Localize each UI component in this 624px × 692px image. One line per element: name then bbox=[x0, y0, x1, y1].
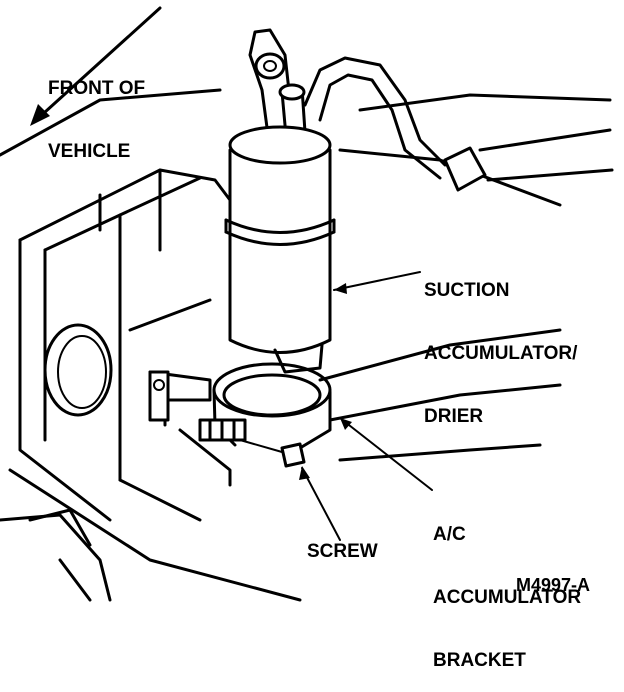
figure-code: M4997-A bbox=[516, 575, 591, 595]
radiator-support bbox=[18, 168, 232, 522]
suction-label-line-2: ACCUMULATOR/ bbox=[424, 343, 578, 364]
leader-lines bbox=[299, 271, 433, 541]
screw bbox=[239, 439, 306, 468]
suction-label-line-1: SUCTION bbox=[424, 280, 510, 301]
screw-label: SCREW bbox=[307, 541, 378, 562]
front-direction-arrow bbox=[30, 6, 162, 126]
inner-fender-panel bbox=[0, 88, 612, 602]
suction-accumulator-canister bbox=[224, 125, 336, 374]
accumulator-diagram bbox=[0, 6, 614, 602]
ac-hoses bbox=[248, 28, 614, 192]
bracket-label-line-1: A/C bbox=[433, 524, 466, 545]
accumulator-bracket bbox=[148, 362, 332, 487]
bracket-label-line-2: ACCUMULATOR bbox=[433, 587, 582, 608]
bracket-label-line-3: BRACKET bbox=[433, 650, 526, 671]
front-of-vehicle-line-2: VEHICLE bbox=[48, 141, 131, 162]
suction-accumulator-label: SUCTION ACCUMULATOR/ DRIER bbox=[424, 238, 577, 448]
front-of-vehicle-line-1: FRONT OF bbox=[48, 78, 146, 99]
suction-label-line-3: DRIER bbox=[424, 406, 484, 427]
front-of-vehicle-label: FRONT OF VEHICLE bbox=[48, 36, 145, 183]
